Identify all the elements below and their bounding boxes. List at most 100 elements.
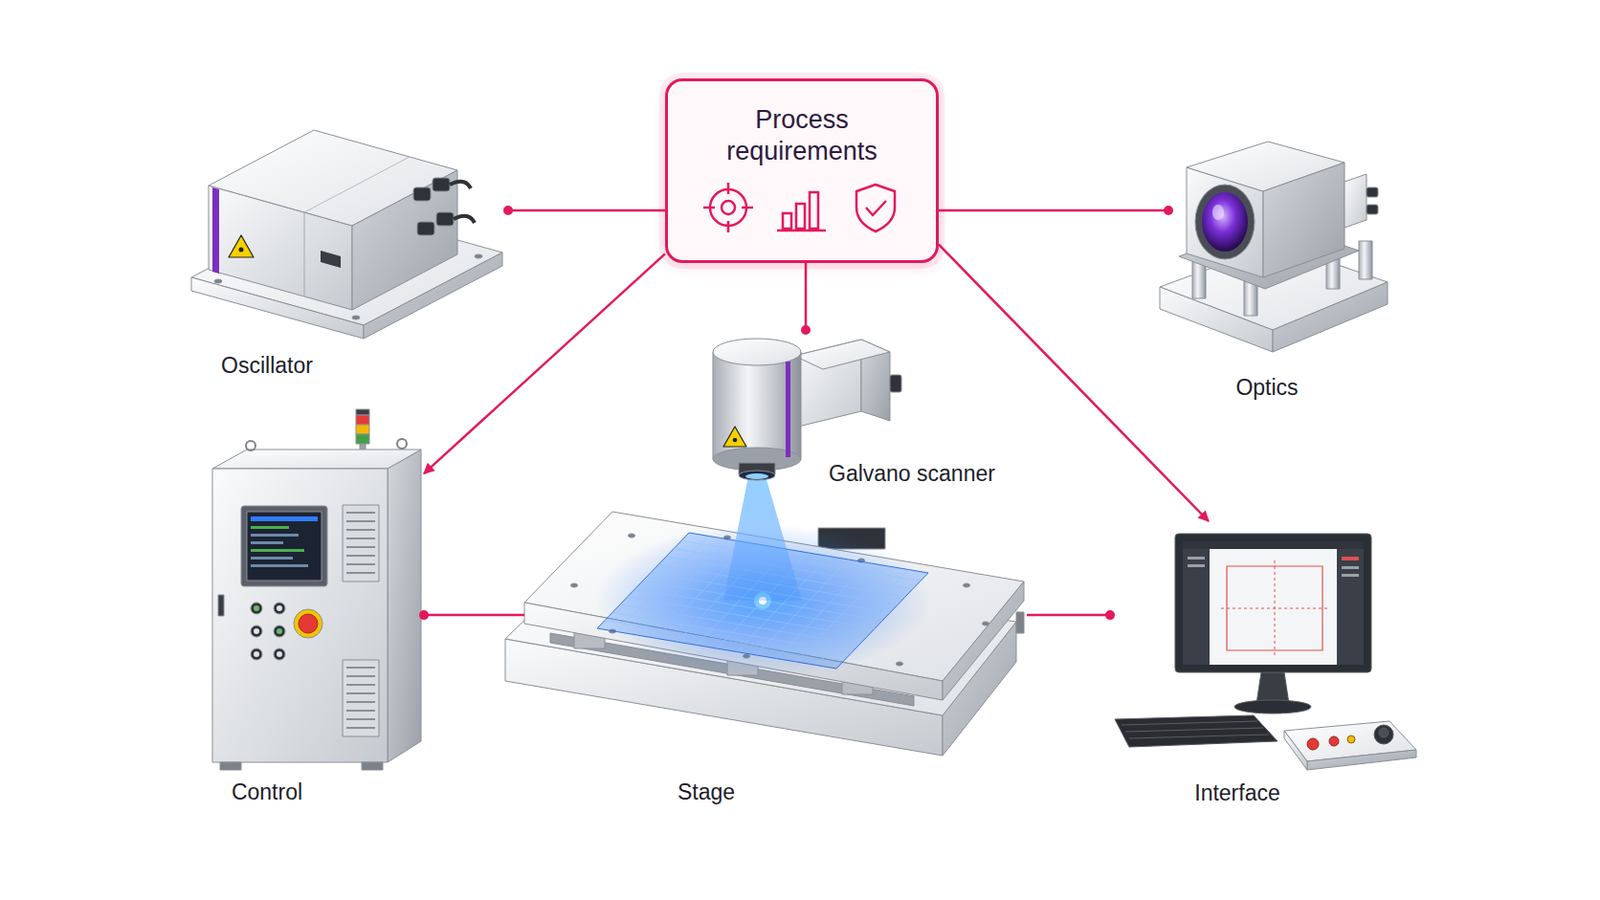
control-cabinet-illustration [250,648,263,661]
requirement-icons [691,178,912,235]
control-cabinet-illustration [361,762,383,771]
control-cabinet-illustration [355,409,370,416]
control-cabinet-illustration [250,625,263,638]
interface-illustration [1341,556,1359,561]
control-label: Control [231,779,303,805]
optics-illustration [1366,187,1378,198]
control-cabinet-illustration [293,609,323,639]
galvano-scanner-illustration [712,338,801,366]
vent-louvres [346,666,376,669]
control-cabinet-illustration [241,506,328,587]
interface-illustration [1182,541,1364,666]
control-cabinet-illustration [246,511,322,581]
optics-illustration [1358,241,1373,280]
interface-illustration [1182,541,1364,550]
oscillator-illustration [474,254,483,259]
control-cabinet-illustration [245,441,256,451]
oscillator-illustration [432,177,450,192]
oscillator-illustration [191,130,503,339]
connector-line [508,209,666,213]
stage-illustration [571,583,578,588]
oscillator-illustration [413,187,431,201]
galvano-scanner-illustration [733,438,738,444]
control-cabinet-illustration [273,625,286,638]
vent-louvres [346,701,376,704]
galvano-scanner-illustration [745,473,769,480]
control-cabinet-illustration [355,415,370,425]
stage-illustration [628,533,636,538]
interface-illustration [1329,736,1339,747]
control-cabinet-illustration [397,439,407,449]
interface-illustration [1307,750,1417,771]
oscillator-illustration [449,181,471,189]
interface-illustration [1341,574,1359,578]
oscillator-illustration [239,247,245,253]
optics-illustration [1263,162,1345,278]
galvano-scanner-label: Galvano scanner [828,461,996,487]
oscillator-illustration [436,212,454,226]
stage-illustration [896,662,904,667]
control-cabinet-illustration [273,602,286,615]
keyboard-keys [1125,728,1264,733]
control-cabinet-illustration [342,505,379,582]
control-cabinet-illustration [253,651,260,658]
galvano-scanner-illustration [712,352,801,460]
interface-illustration [1114,715,1278,748]
keyboard-keys [1129,734,1269,739]
control-cabinet-illustration [212,409,422,771]
interface-illustration [1114,533,1417,771]
galvano-scanner-illustration [785,361,791,458]
component-node: Interface [1110,521,1426,809]
control-cabinet-illustration [298,614,318,634]
stage-label: Stage [677,779,735,805]
interface-illustration [1187,556,1205,560]
oscillator-illustration [304,156,410,213]
vent-louvres [346,512,376,574]
control-cabinet-illustration [212,449,422,469]
vent-louvres [346,520,376,523]
optics-illustration [1212,204,1224,221]
control-cabinet-illustration [250,516,318,522]
galvano-scanner-illustration [723,476,802,601]
component-node: Galvano scanner [708,330,1024,493]
oscillator-illustration [304,212,306,297]
keyboard-keys [1121,721,1258,726]
requirements-box: Process requirements [665,78,939,264]
component-node: Stage [524,507,1027,819]
connector-line [804,263,808,331]
control-cabinet-illustration [250,541,284,545]
galvano-scanner-illustration [738,470,776,481]
interface-illustration [1234,700,1312,714]
control-cabinet-illustration [218,595,224,617]
interface-illustration [1187,564,1205,568]
control-cabinet-illustration [212,468,388,763]
connector-line [423,614,525,618]
oscillator-illustration [453,216,475,223]
connector-line [423,253,666,474]
oscillator-illustration [320,250,341,268]
optics-illustration [1344,174,1367,228]
interface-illustration [1347,735,1356,744]
control-cabinet-illustration [250,533,299,537]
shield-check-icon [856,184,895,232]
interface-illustration [1378,728,1389,738]
scan-grid [816,570,909,667]
vent-louvres [346,684,376,687]
oscillator-illustration [212,187,220,274]
vent-louvres [346,572,376,575]
galvano-scanner-illustration [723,426,747,447]
interface-illustration [1284,731,1308,771]
interface-illustration [1175,533,1372,673]
vent-louvres [346,667,376,729]
control-cabinet-illustration [250,526,289,530]
connector-line [1026,614,1111,618]
scan-grid [612,612,852,653]
control-cabinet-illustration [250,602,263,615]
control-cabinet-illustration [355,424,370,435]
scan-grid [604,621,845,662]
vent-louvres [346,675,376,678]
galvano-scanner-illustration [794,339,890,370]
stage-illustration [942,581,1024,701]
stage-illustration [1016,612,1024,634]
